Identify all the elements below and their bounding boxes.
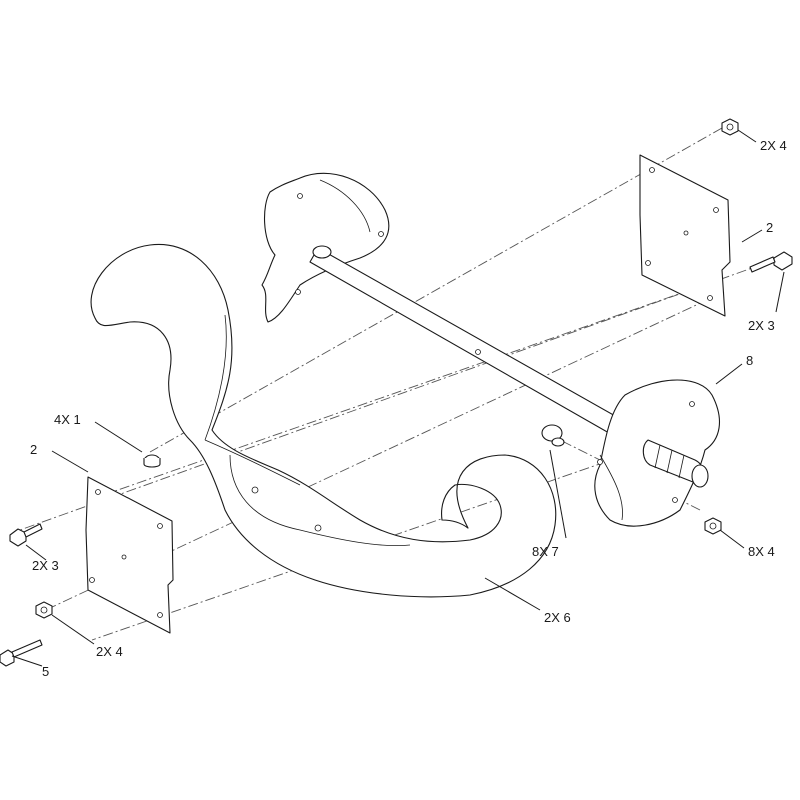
auger-blade: [90, 243, 557, 598]
callout-8: 8: [746, 353, 753, 368]
nut-right-lower: [704, 517, 722, 535]
callout-2-left: 2: [30, 442, 37, 457]
callout-2x4-top: 2X 4: [760, 138, 787, 153]
bolt-right: [749, 251, 793, 273]
hub-boss: [642, 439, 709, 488]
callout-leaders: [11, 129, 785, 667]
spacer-left: [143, 454, 161, 468]
callout-5: 5: [42, 664, 49, 679]
flange-nut-center: [541, 424, 565, 447]
callout-2x3-left: 2X 3: [32, 558, 59, 573]
bolt-left: [9, 523, 43, 547]
auger-shaft: [309, 245, 641, 446]
callout-8x7: 8X 7: [532, 544, 559, 559]
callout-8x4: 8X 4: [748, 544, 775, 559]
callout-labels: 2X 4 2 2X 3 8 4X 1 2 2X 3 8X 7 8X 4 2X 6…: [30, 138, 787, 679]
shear-bolt: [0, 639, 43, 667]
callout-2x3-right: 2X 3: [748, 318, 775, 333]
nut-top-right: [721, 118, 739, 136]
right-mounting-plate: [639, 154, 731, 317]
callout-4x1: 4X 1: [54, 412, 81, 427]
nut-left-lower: [35, 601, 53, 619]
callout-2x4-bottom: 2X 4: [96, 644, 123, 659]
left-mounting-plate: [85, 476, 174, 634]
callout-2-right: 2: [766, 220, 773, 235]
callout-2x6: 2X 6: [544, 610, 571, 625]
